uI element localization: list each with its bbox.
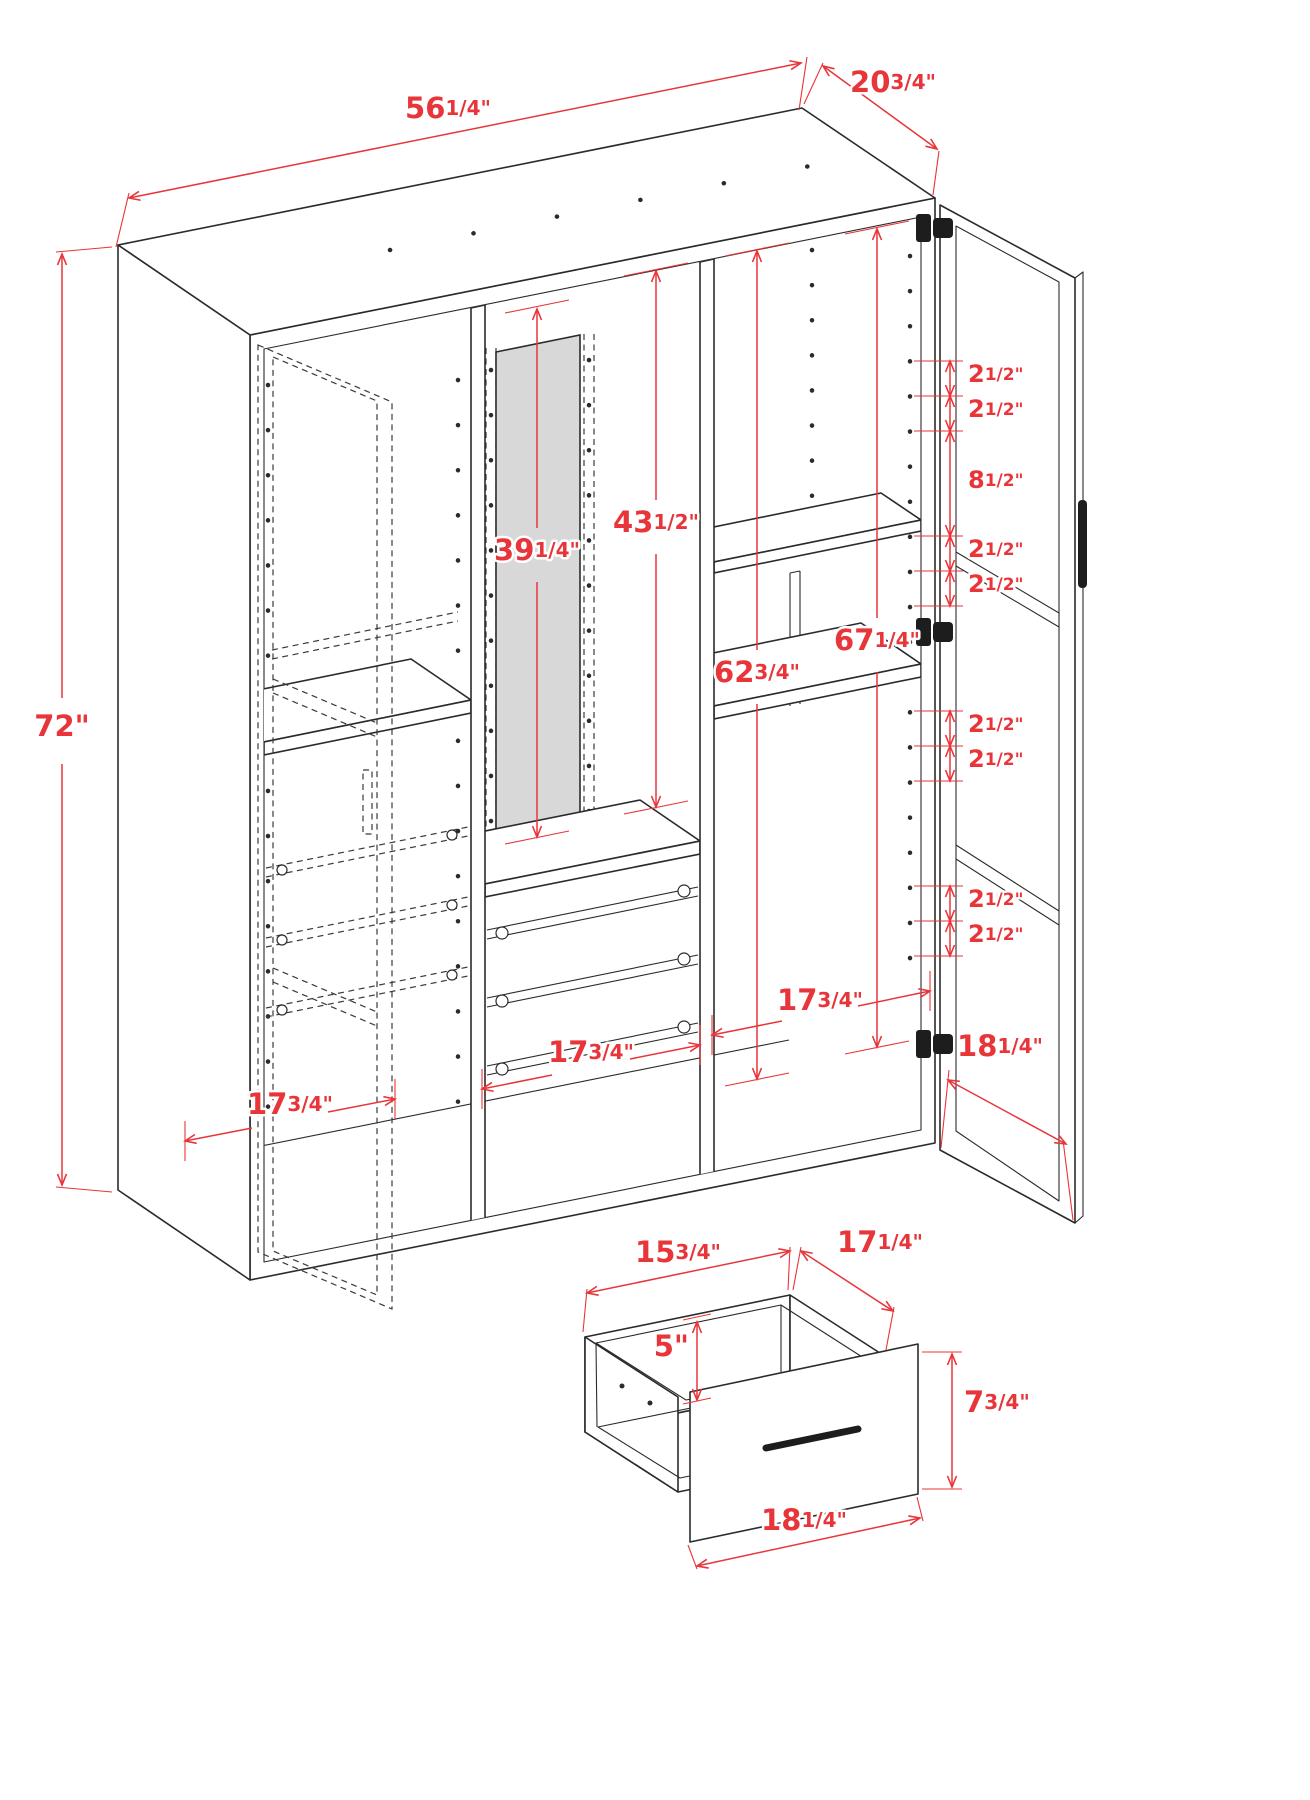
hinges xyxy=(916,214,953,1058)
cabinet-interior xyxy=(264,217,921,1222)
dim-hole-spacing-9: 21/2" xyxy=(968,920,1023,948)
mirror-panel xyxy=(495,334,581,888)
dim-hole-spacing-4: 21/2" xyxy=(968,535,1023,563)
dim-overall-height: 72" xyxy=(34,709,89,743)
dim-hole-spacing-7: 21/2" xyxy=(968,745,1023,773)
dim-hole-spacing-5: 21/2" xyxy=(968,570,1023,598)
left-drawer-slides-hidden xyxy=(265,826,469,1018)
right-door-open xyxy=(939,204,1087,1224)
floor-back-edge xyxy=(264,1039,790,1173)
left-door-open-dashed xyxy=(257,344,393,1310)
right-shelf-edge xyxy=(714,663,921,720)
hinge-top xyxy=(916,214,953,242)
dim-hole-spacing-2: 21/2" xyxy=(968,395,1023,423)
dim-drawer-inner-height: 5" xyxy=(654,1329,689,1363)
door-handle xyxy=(1078,500,1087,588)
middle-shelf-edge xyxy=(485,840,700,898)
right-door-inner-frame xyxy=(955,225,1060,1202)
dim-hole-spacing-8: 21/2" xyxy=(968,885,1023,913)
dimension-annotations: 561/4" 203/4" 72" 391/4" 431/2" 623/4" 6… xyxy=(32,56,1074,1570)
dim-overall-depth: 203/4" xyxy=(850,65,936,99)
dim-right-interior-height: 623/4" xyxy=(714,655,800,689)
clothes-rod-hidden xyxy=(271,611,459,660)
dim-middle-section-width: 173/4" xyxy=(548,1035,634,1069)
drawer-handle xyxy=(762,1425,862,1452)
cabinet-left-side-panel xyxy=(117,244,251,1281)
hinge-middle xyxy=(916,618,953,646)
dim-hole-spacing-1: 21/2" xyxy=(968,360,1023,388)
left-door-handle xyxy=(362,769,373,835)
left-shelf-edge xyxy=(264,699,471,756)
middle-section xyxy=(485,334,700,1076)
dim-drawer-inner-width: 153/4" xyxy=(635,1235,721,1269)
dim-mirror-height: 391/4" xyxy=(494,533,580,567)
dim-drawer-front-width: 181/4" xyxy=(761,1503,847,1537)
dim-door-width: 181/4" xyxy=(957,1029,1043,1063)
hinge-bottom xyxy=(916,1030,953,1058)
right-door-edge xyxy=(1074,271,1084,1224)
dim-hole-spacing-6: 21/2" xyxy=(968,710,1023,738)
left-section xyxy=(264,377,471,1153)
drawer-side-hole xyxy=(619,1383,625,1389)
drawer-slide-rails xyxy=(486,884,699,1076)
drawer-detail xyxy=(584,1294,919,1543)
drawer-side-hole xyxy=(647,1400,653,1406)
right-door-rails xyxy=(955,551,1060,926)
dim-left-section-width: 173/4" xyxy=(247,1087,333,1121)
dim-right-section-width: 173/4" xyxy=(777,983,863,1017)
drawer-left-wall xyxy=(584,1336,679,1493)
dim-middle-interior-height: 431/2" xyxy=(613,505,699,539)
dim-hole-spacing-3: 81/2" xyxy=(968,466,1023,494)
dim-door-interior-height: 671/4" xyxy=(834,623,920,657)
dim-drawer-front-height: 73/4" xyxy=(964,1385,1030,1419)
right-upper-rail-edge xyxy=(714,519,921,574)
dim-drawer-depth: 171/4" xyxy=(837,1225,923,1259)
right-section xyxy=(714,247,921,994)
cabinet-front-face xyxy=(249,197,936,1281)
right-door-panel xyxy=(939,204,1076,1224)
dim-overall-width: 561/4" xyxy=(405,91,491,125)
